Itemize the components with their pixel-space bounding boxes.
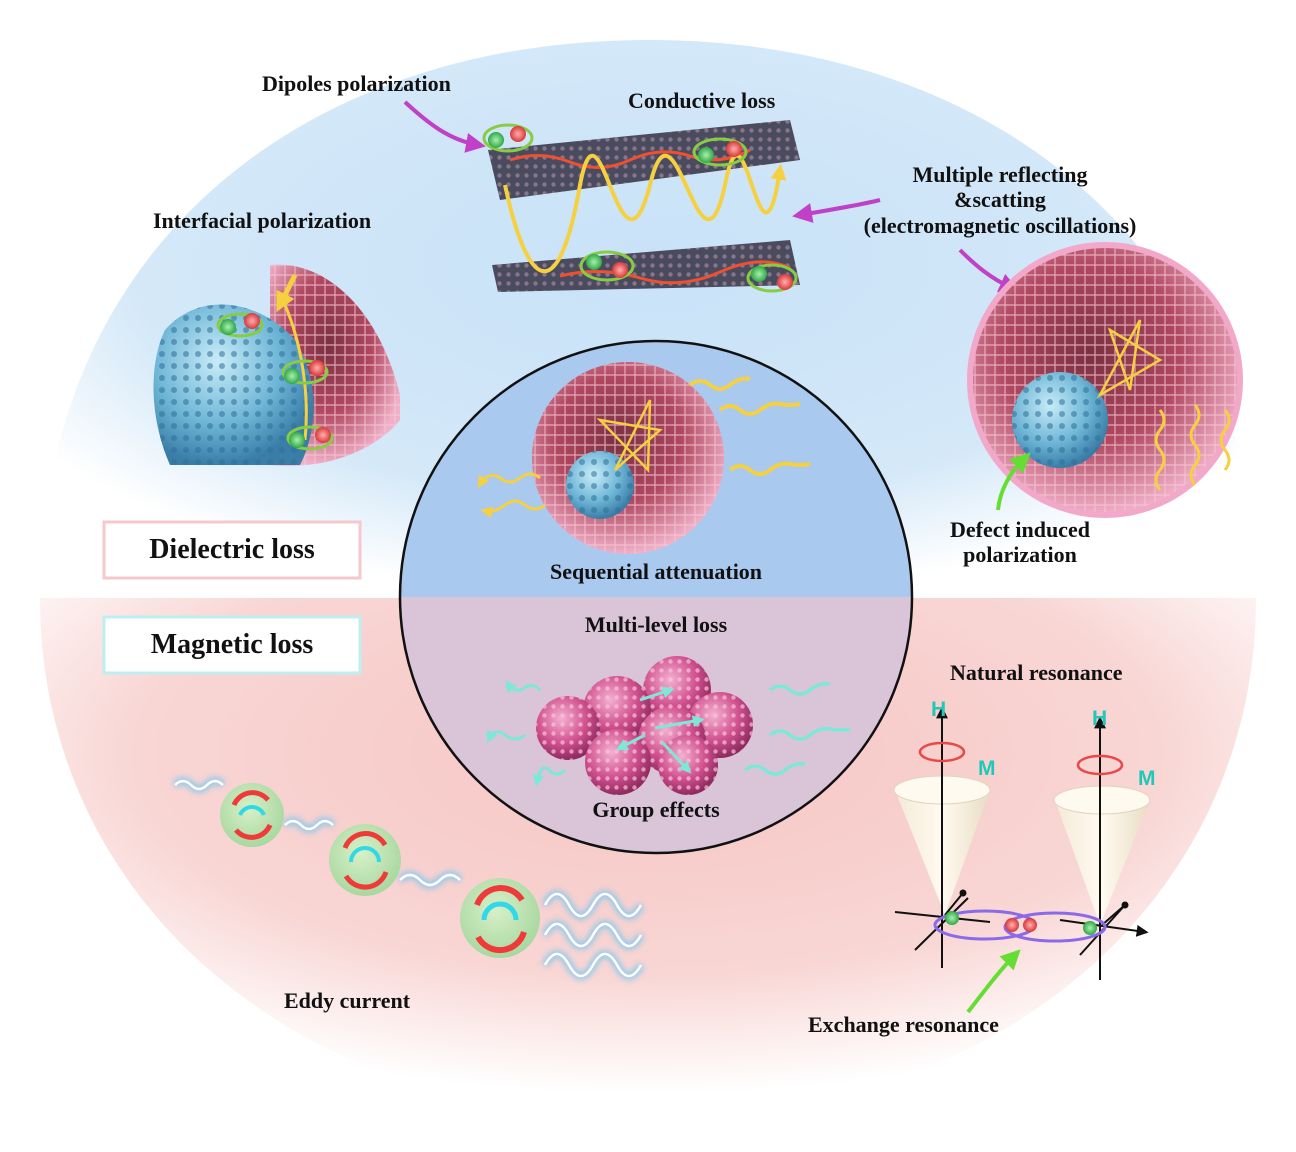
- multiple-reflecting-label: Multiple reflecting &scatting (electroma…: [863, 162, 1137, 238]
- dipole-pair-top-left: [482, 123, 534, 153]
- reflecting-arrow: [792, 198, 881, 223]
- interface-dipole-1: [216, 312, 264, 338]
- interfacial-polarization-label: Interfacial polarization: [153, 208, 372, 233]
- dipoles-arrow: [403, 100, 486, 153]
- interface-dipole-3: [286, 425, 334, 451]
- m-symbol-left: M: [978, 757, 996, 780]
- exchange-arrow: [966, 949, 1021, 1014]
- h-field-symbol-right: H: [1092, 707, 1108, 730]
- yolk-shell-sphere-right: [967, 242, 1243, 518]
- dipoles-polarization-label: Dipoles polarization: [262, 71, 451, 96]
- eddy-current-label: Eddy current: [284, 988, 411, 1013]
- resonance-diagram: [893, 706, 1151, 980]
- magnetic-region: [40, 598, 1256, 1120]
- dipole-pair-bottom-right: [746, 263, 798, 293]
- eddy-particle-2: [329, 824, 401, 896]
- sequential-attenuation-label: Sequential attenuation: [549, 559, 763, 584]
- magnetic-loss-box: [102, 615, 362, 675]
- eddy-particle-3: [460, 878, 540, 958]
- multi-level-loss-label: Multi-level loss: [584, 612, 728, 637]
- defect-induced-polarization-label: Defect induced polarization: [950, 517, 1090, 568]
- defect-arrow: [996, 452, 1031, 511]
- dielectric-loss-label: Dielectric loss: [149, 534, 315, 565]
- eddy-current-chain: [172, 777, 645, 980]
- group-effects-label: Group effects: [592, 797, 720, 822]
- oscillation-wave: [503, 153, 787, 273]
- magnetic-loss-label: Magnetic loss: [150, 629, 314, 660]
- h-field-symbol-left: H: [931, 698, 947, 721]
- natural-resonance-label: Natural resonance: [950, 660, 1123, 685]
- interfacial-hemisphere: [153, 264, 400, 466]
- exchange-resonance-label: Exchange resonance: [808, 1012, 999, 1037]
- center-circle: [398, 339, 914, 855]
- dielectric-loss-box: [102, 520, 362, 580]
- m-symbol-right: M: [1138, 767, 1156, 790]
- eddy-particle-1: [220, 783, 284, 847]
- electron-path-bottom: [559, 260, 791, 285]
- sphere-cluster: [536, 656, 753, 795]
- layered-carbon-structure: [488, 120, 800, 292]
- interface-dipole-2: [281, 359, 329, 385]
- dielectric-region: [40, 40, 1256, 600]
- dipole-pair-top-right: [692, 137, 748, 167]
- conductive-loss-label: Conductive loss: [628, 88, 776, 113]
- dipole-pair-bottom-left: [579, 250, 635, 282]
